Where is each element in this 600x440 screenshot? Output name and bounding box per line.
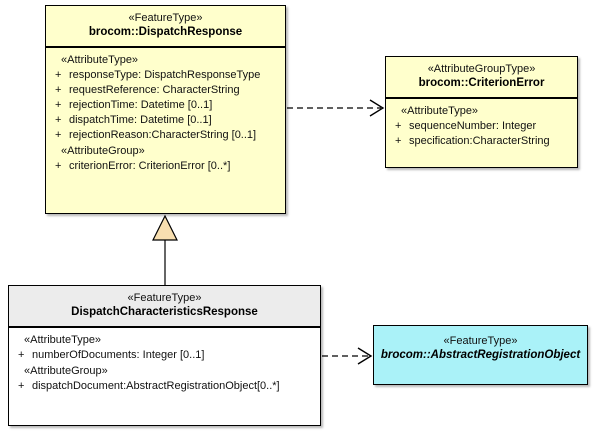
class-header-abstract-registration-object: «FeatureType» brocom::AbstractRegistrati… [374,326,587,369]
class-header-dispatch-characteristics-response: «FeatureType» DispatchCharacteristicsRes… [9,286,320,328]
attribute-label: specification:CharacterString [409,135,550,147]
visibility-marker: + [395,135,402,147]
class-header-criterion-error: «AttributeGroupType» brocom::CriterionEr… [386,57,577,99]
class-box-dispatch-characteristics-response[interactable]: «FeatureType» DispatchCharacteristicsRes… [8,285,321,426]
attribute-label: rejectionTime: Datetime [0..1] [69,99,213,111]
stereotype-label: «FeatureType» [128,12,203,24]
class-header-dispatch-response: «FeatureType» brocom::DispatchResponse [46,6,285,48]
class-body-dispatch-response: «AttributeType» + responseType: Dispatch… [46,48,285,178]
visibility-marker: + [55,99,62,111]
attribute-label: dispatchDocument:AbstractRegistrationObj… [32,380,280,392]
attribute-row: + rejectionTime: Datetime [0..1] [49,98,282,113]
attribute-label: rejectionReason:CharacterString [0..1] [69,129,257,141]
attribute-row: + specification:CharacterString [389,134,574,149]
visibility-marker: + [18,380,25,392]
class-box-dispatch-response[interactable]: «FeatureType» brocom::DispatchResponse «… [45,5,286,214]
stereotype-label: «AttributeGroupType» [427,63,536,75]
dependency-dispatchresponse-to-criterionerror [287,99,385,117]
attribute-label: dispatchTime: Datetime [0..1] [69,114,212,126]
dependency-dispatchcharacteristics-to-abstractregistrationobject [322,347,373,365]
class-box-abstract-registration-object[interactable]: «FeatureType» brocom::AbstractRegistrati… [373,325,588,385]
attribute-row: + criterionError: CriterionError [0..*] [49,159,282,174]
attribute-row: + responseType: DispatchResponseType [49,68,282,83]
visibility-marker: + [55,129,62,141]
class-name-label: DispatchCharacteristicsResponse [71,306,258,318]
stereotype-label: «FeatureType» [127,292,202,304]
attribute-label: requestReference: CharacterString [69,84,240,96]
attribute-row: + dispatchDocument:AbstractRegistrationO… [12,379,317,394]
class-body-criterion-error: «AttributeType» + sequenceNumber: Intege… [386,99,577,153]
attribute-label: sequenceNumber: Integer [409,120,537,132]
class-box-criterion-error[interactable]: «AttributeGroupType» brocom::CriterionEr… [385,56,578,168]
attribute-row: + dispatchTime: Datetime [0..1] [49,113,282,128]
visibility-marker: + [18,349,25,361]
attribute-label: criterionError: CriterionError [0..*] [69,160,231,172]
visibility-marker: + [395,120,402,132]
generalization-dispatchcharacteristics-to-dispatchresponse [152,214,178,285]
compartment-group-label: «AttributeGroup» [24,365,108,377]
compartment-group-label: «AttributeType» [401,105,479,117]
class-name-label: brocom::DispatchResponse [88,26,243,38]
attribute-row: + requestReference: CharacterString [49,83,282,98]
compartment-group-label: «AttributeGroup» [61,145,145,157]
class-name-label: brocom::CriterionError [418,77,545,89]
attribute-row: + rejectionReason:CharacterString [0..1] [49,128,282,143]
visibility-marker: + [55,114,62,126]
compartment-group-label: «AttributeType» [24,334,102,346]
compartment-group-label: «AttributeType» [61,54,139,66]
attribute-label: numberOfDocuments: Integer [0..1] [32,349,205,361]
class-name-label: brocom::AbstractRegistrationObject [380,349,581,361]
visibility-marker: + [55,69,62,81]
attribute-label: responseType: DispatchResponseType [69,69,261,81]
visibility-marker: + [55,84,62,96]
class-body-dispatch-characteristics-response: «AttributeType» + numberOfDocuments: Int… [9,328,320,398]
attribute-row: + sequenceNumber: Integer [389,119,574,134]
stereotype-label: «FeatureType» [443,335,518,347]
attribute-row: + numberOfDocuments: Integer [0..1] [12,348,317,363]
visibility-marker: + [55,160,62,172]
